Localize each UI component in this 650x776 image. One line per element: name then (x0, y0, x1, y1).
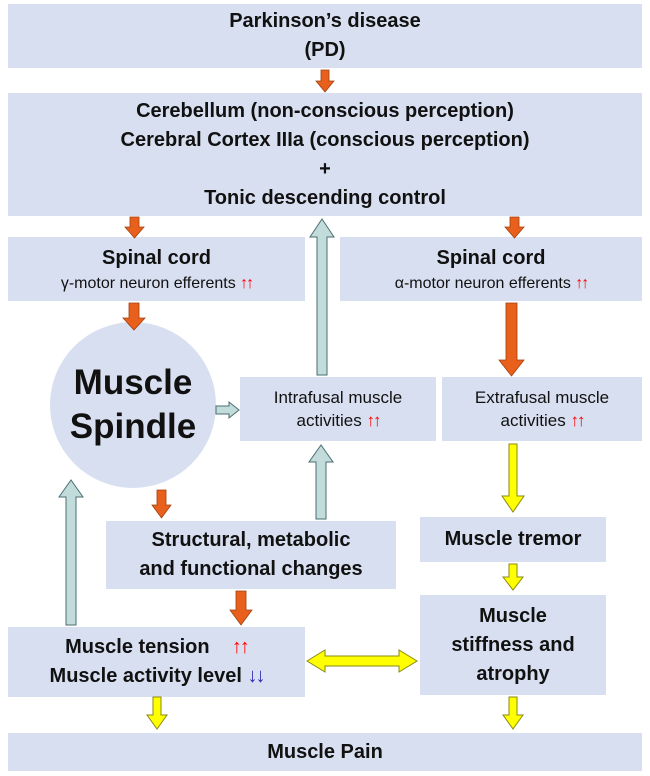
intrafusal-line2: activities (296, 411, 362, 430)
intrafusal-line1: Intrafusal muscle (273, 388, 403, 407)
arrow-structural-to-tension (229, 590, 253, 626)
extrafusal-box: Extrafusal muscle activities ↑↑ (442, 377, 642, 441)
spindle-line1: Muscle (73, 363, 193, 402)
pain-label: Muscle Pain (267, 740, 383, 763)
structural-line1: Structural, metabolic (151, 529, 351, 551)
plus-sign: + (319, 157, 331, 180)
spinal-gamma-title: Spinal cord (102, 246, 211, 269)
extrafusal-line1: Extrafusal muscle (474, 388, 610, 407)
intrafusal-line2-row: activities ↑↑ (296, 409, 382, 432)
decrease-indicator: ↓↓ (247, 665, 265, 687)
muscle-spindle-circle: Muscle Spindle (50, 322, 216, 488)
muscle-stiffness-box: Muscle stiffness and atrophy (420, 595, 606, 695)
cerebellum-label: Cerebellum (non-conscious perception) (136, 99, 514, 122)
cortex-label: Cerebral Cortex IIIa (conscious percepti… (120, 128, 530, 151)
arrow-tremor-to-stiffness (501, 563, 525, 591)
stiffness-line3: atrophy (476, 662, 550, 685)
spinal-cord-gamma-box: Spinal cord γ-motor neuron efferents ↑↑ (8, 237, 305, 301)
stiffness-line2: stiffness and (451, 633, 575, 656)
arrow-spindle-to-intrafusal (215, 400, 240, 420)
brain-control-box: Cerebellum (non-conscious perception) Ce… (8, 93, 642, 216)
tension-line2: Muscle activity level (49, 665, 242, 687)
arrow-spinal-alpha-to-extrafusal (498, 302, 525, 377)
stiffness-line1: Muscle (479, 604, 547, 627)
muscle-tremor-box: Muscle tremor (420, 517, 606, 562)
pd-title: Parkinson’s disease (229, 10, 421, 32)
spinal-alpha-subtitle: α-motor neuron efferents (394, 274, 571, 292)
arrow-spindle-to-structural (151, 489, 172, 519)
extrafusal-line2: activities (500, 411, 566, 430)
arrow-tension-to-spindle (58, 479, 84, 626)
arrow-intrafusal-to-brain (309, 218, 335, 376)
spinal-cord-alpha-box: Spinal cord α-motor neuron efferents ↑↑ (340, 237, 642, 301)
tremor-label: Muscle tremor (444, 528, 582, 550)
tension-line1: Muscle tension (65, 636, 210, 658)
increase-indicator: ↑↑ (575, 274, 589, 292)
intrafusal-box: Intrafusal muscle activities ↑↑ (240, 377, 436, 441)
tonic-control-label: Tonic descending control (204, 186, 446, 209)
spinal-gamma-subtitle: γ-motor neuron efferents (60, 274, 236, 292)
arrow-extrafusal-to-tremor (501, 443, 525, 513)
structural-line2: and functional changes (139, 558, 363, 580)
increase-indicator: ↑↑ (570, 411, 585, 430)
tension-line1-row: Muscle tension ↑↑ (65, 633, 250, 662)
increase-indicator: ↑↑ (231, 636, 250, 658)
arrow-structural-to-intrafusal (308, 444, 334, 520)
increase-indicator: ↑↑ (240, 274, 254, 292)
spinal-alpha-subtitle-row: α-motor neuron efferents ↑↑ (394, 273, 590, 295)
pd-abbrev: (PD) (304, 39, 346, 61)
structural-changes-box: Structural, metabolic and functional cha… (106, 521, 396, 589)
increase-indicator: ↑↑ (366, 411, 381, 430)
arrow-brain-to-spinal-alpha (504, 216, 525, 239)
arrow-spinal-gamma-to-spindle (122, 302, 146, 331)
extrafusal-line2-row: activities ↑↑ (500, 409, 586, 432)
tension-line2-row: Muscle activity level ↓↓ (49, 662, 266, 691)
spindle-line2: Spindle (69, 407, 197, 446)
muscle-pain-box: Muscle Pain (8, 733, 642, 771)
arrow-brain-to-spinal-gamma (124, 216, 145, 239)
arrow-tension-to-pain (146, 696, 168, 730)
spinal-gamma-subtitle-row: γ-motor neuron efferents ↑↑ (60, 273, 254, 295)
arrow-tension-stiffness-bidirectional (306, 649, 418, 673)
spinal-alpha-title: Spinal cord (436, 246, 546, 269)
arrow-pd-to-brain (315, 69, 335, 93)
pd-box: Parkinson’s disease (PD) (8, 4, 642, 68)
arrow-stiffness-to-pain (502, 696, 524, 730)
muscle-tension-box: Muscle tension ↑↑ Muscle activity level … (8, 627, 305, 697)
